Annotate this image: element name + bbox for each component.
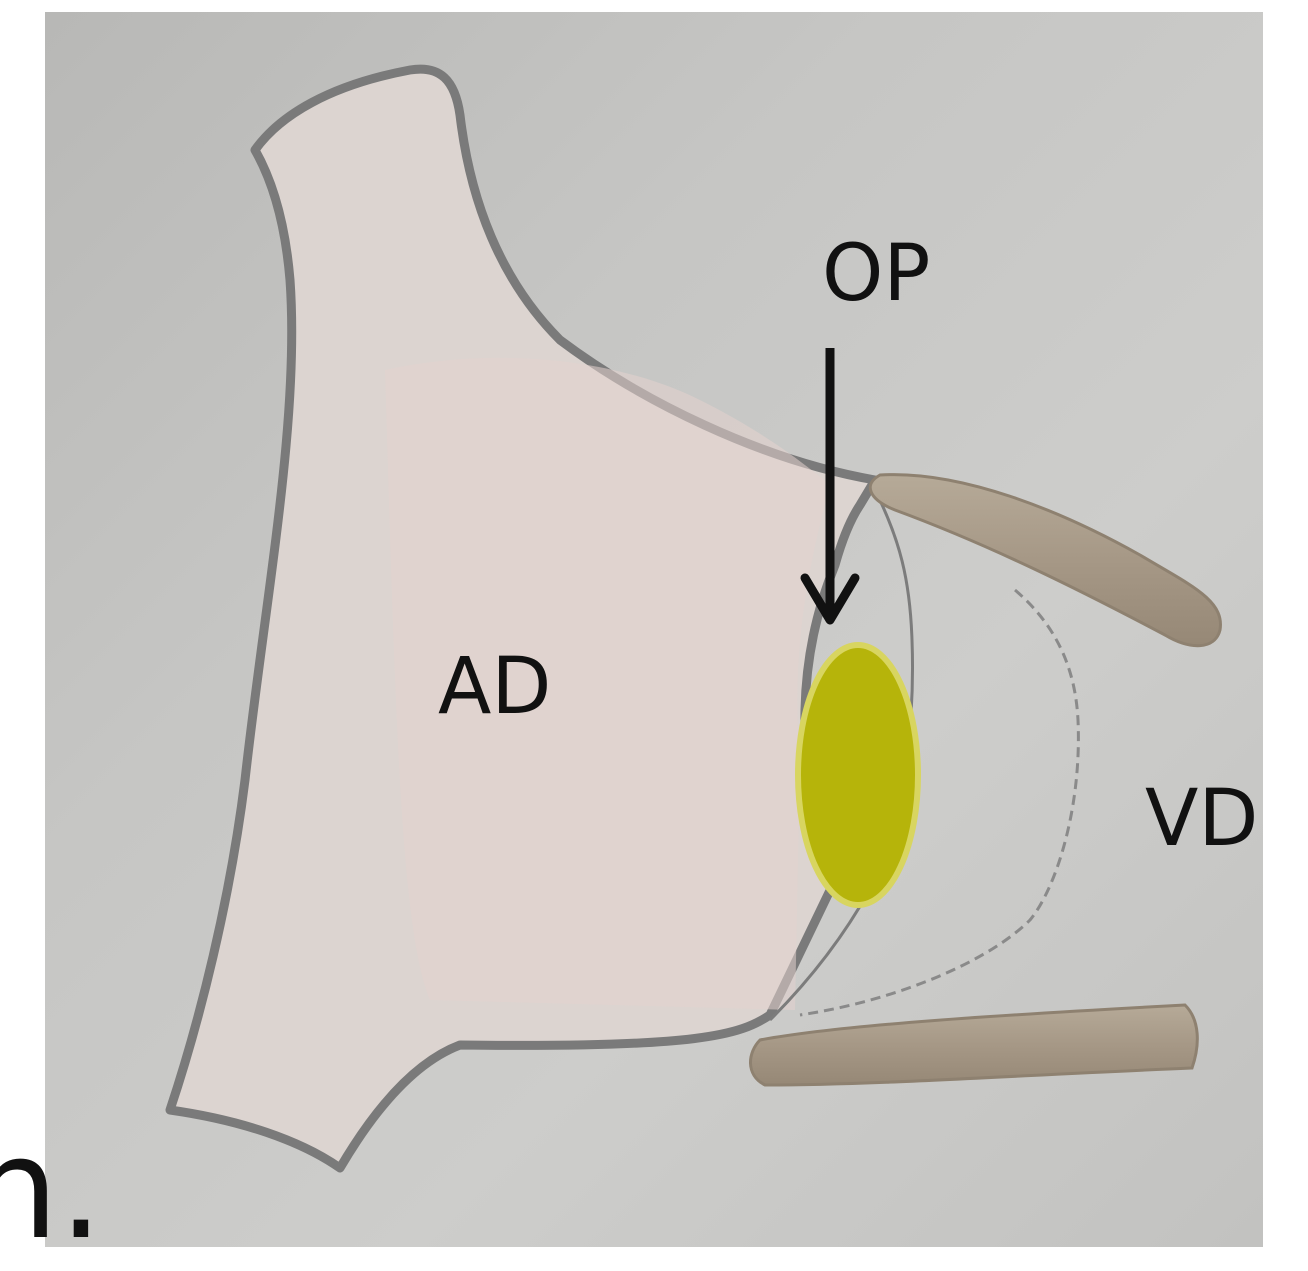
label-vd: VD <box>1145 780 1258 858</box>
op-ellipse <box>798 645 918 905</box>
upper-band <box>870 475 1220 646</box>
cropped-edge-text: n. <box>0 1120 103 1260</box>
lower-band <box>750 1005 1197 1085</box>
label-op: OP <box>822 235 930 313</box>
label-ad: AD <box>438 648 551 726</box>
